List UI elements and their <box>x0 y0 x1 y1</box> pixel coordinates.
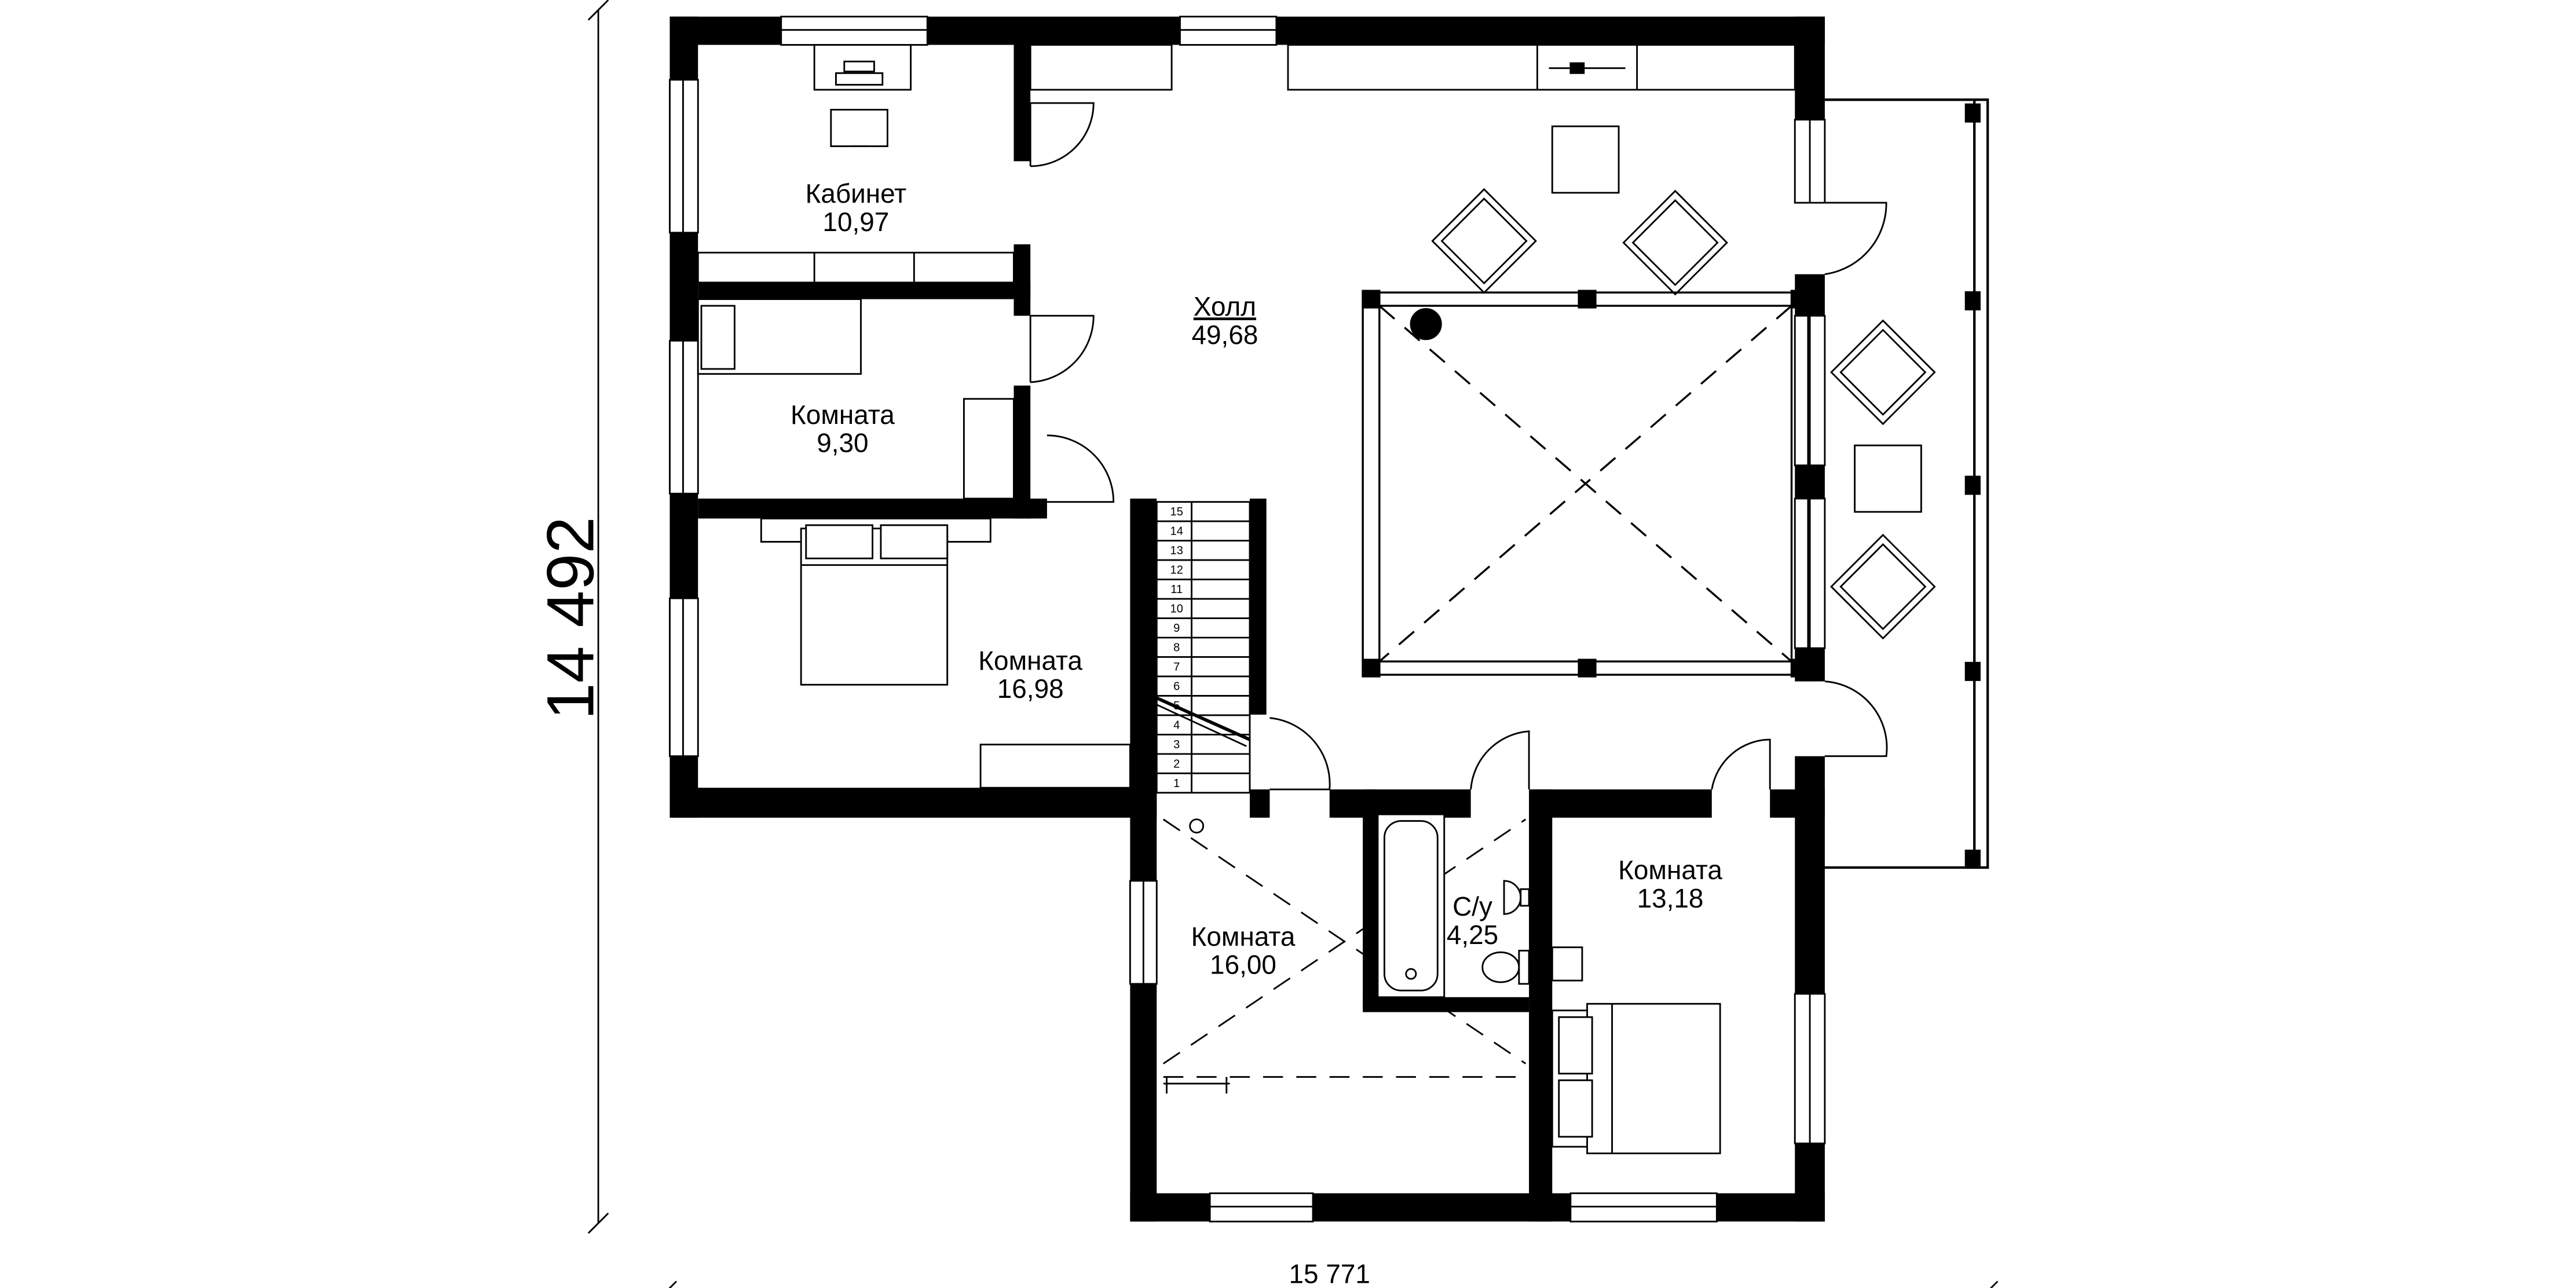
room3-area: 16,00 <box>1210 950 1276 980</box>
room1-furniture <box>697 298 1015 500</box>
study-furniture <box>697 44 1015 284</box>
stair-step-number: 13 <box>1170 544 1183 557</box>
study-area: 10,97 <box>822 207 889 237</box>
stair-step-number: 4 <box>1173 719 1180 731</box>
room2-furniture <box>760 517 1131 789</box>
room1-name: Комната <box>791 400 895 430</box>
study-name: Кабинет <box>806 178 907 208</box>
stair-step-number: 6 <box>1173 680 1180 693</box>
room1-area: 9,30 <box>817 428 868 458</box>
room4-name: Комната <box>1618 855 1722 885</box>
bathroom-fixtures <box>1377 813 1530 998</box>
dimension-lines <box>587 0 1999 1288</box>
stair-step-number: 2 <box>1173 758 1180 770</box>
stair-step-number: 5 <box>1173 700 1180 712</box>
hall-area: 49,68 <box>1192 320 1258 350</box>
room3-details <box>1162 818 1527 1094</box>
stair-step-number: 9 <box>1173 622 1180 635</box>
stair-step-number: 3 <box>1173 738 1180 751</box>
height-dimension-label: 14 492 <box>533 517 608 720</box>
hall-wardrobes <box>1029 44 1796 91</box>
terrace <box>1824 98 1989 869</box>
stair-step-number: 14 <box>1170 525 1183 538</box>
stair-step-number: 1 <box>1173 777 1180 790</box>
stair-step-number: 10 <box>1170 602 1183 615</box>
bath-name: С/у <box>1452 891 1492 921</box>
room-labels: Кабинет 10,97 Холл 49,68 Комната 9,30 Ко… <box>791 178 1722 980</box>
room3-name: Комната <box>1191 921 1296 952</box>
stair-step-number: 15 <box>1170 506 1183 518</box>
stair-step-number: 7 <box>1173 661 1180 674</box>
hall-armchairs <box>1431 125 1936 640</box>
room4-furniture <box>1551 946 1721 1154</box>
staircase <box>1155 501 1251 794</box>
doors <box>1029 102 1888 791</box>
room2-name: Комната <box>978 645 1082 675</box>
bath-area: 4,25 <box>1447 920 1498 950</box>
room2-area: 16,98 <box>997 674 1064 704</box>
room4-area: 13,18 <box>1637 883 1704 913</box>
stair-step-number: 11 <box>1170 583 1183 596</box>
width-dimension-label: 15 771 <box>1289 1258 1370 1288</box>
stair-step-number: 8 <box>1173 641 1180 654</box>
stair-step-number: 12 <box>1170 564 1183 577</box>
open-void <box>1362 290 1809 678</box>
hall-name: Холл <box>1194 291 1256 321</box>
